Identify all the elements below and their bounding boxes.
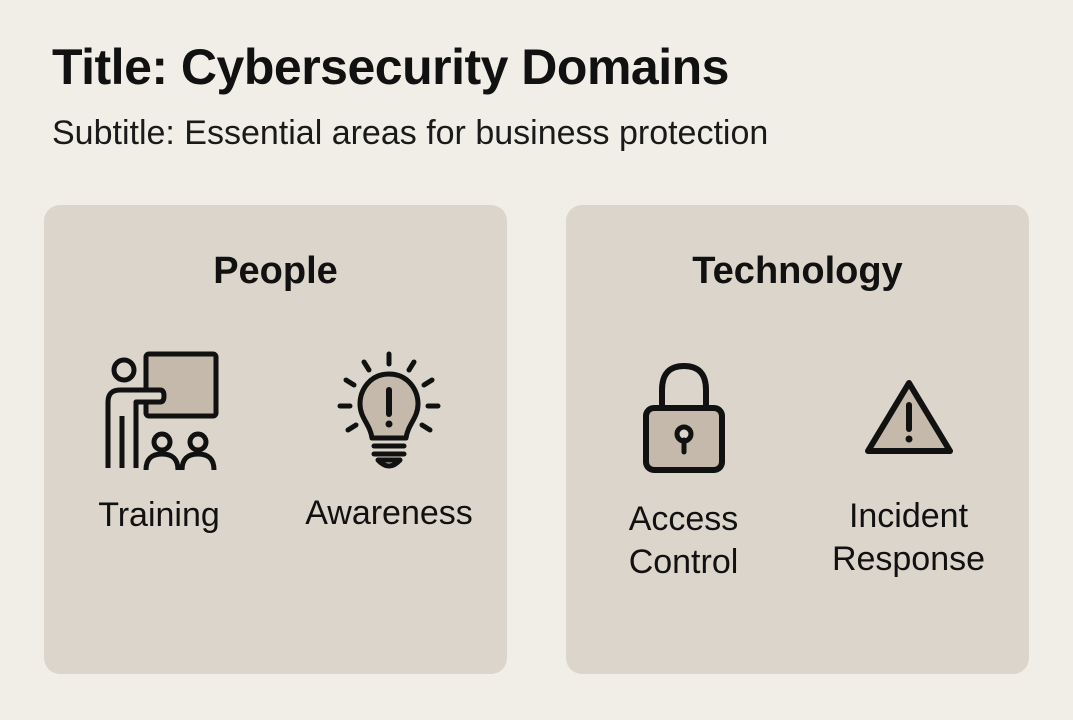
lightbulb-alert-icon: [337, 351, 441, 469]
item-training: Training: [84, 350, 234, 537]
panel-technology: Technology Access Control Incident Respo…: [566, 205, 1029, 674]
item-label-incident: Incident: [848, 497, 969, 535]
presenter-icon: [105, 351, 219, 471]
page-subtitle: Subtitle: Essential areas for business p…: [52, 114, 769, 152]
page-title: Title: Cybersecurity Domains: [52, 39, 729, 95]
warning-triangle-icon: [864, 380, 953, 454]
item-label-control: Control: [628, 543, 739, 581]
panel-heading-people: People: [213, 250, 338, 292]
item-access-control: Access Control: [596, 360, 771, 584]
panel-people: People Training: [44, 205, 507, 674]
item-label-training: Training: [98, 496, 220, 534]
item-label-access: Access: [628, 500, 739, 538]
item-label-response: Response: [831, 540, 986, 578]
panel-heading-technology: Technology: [692, 250, 903, 292]
padlock-icon: [642, 362, 725, 473]
item-awareness: Awareness: [289, 350, 489, 535]
item-incident-response: Incident Response: [811, 377, 1006, 581]
item-label-awareness: Awareness: [305, 494, 473, 532]
